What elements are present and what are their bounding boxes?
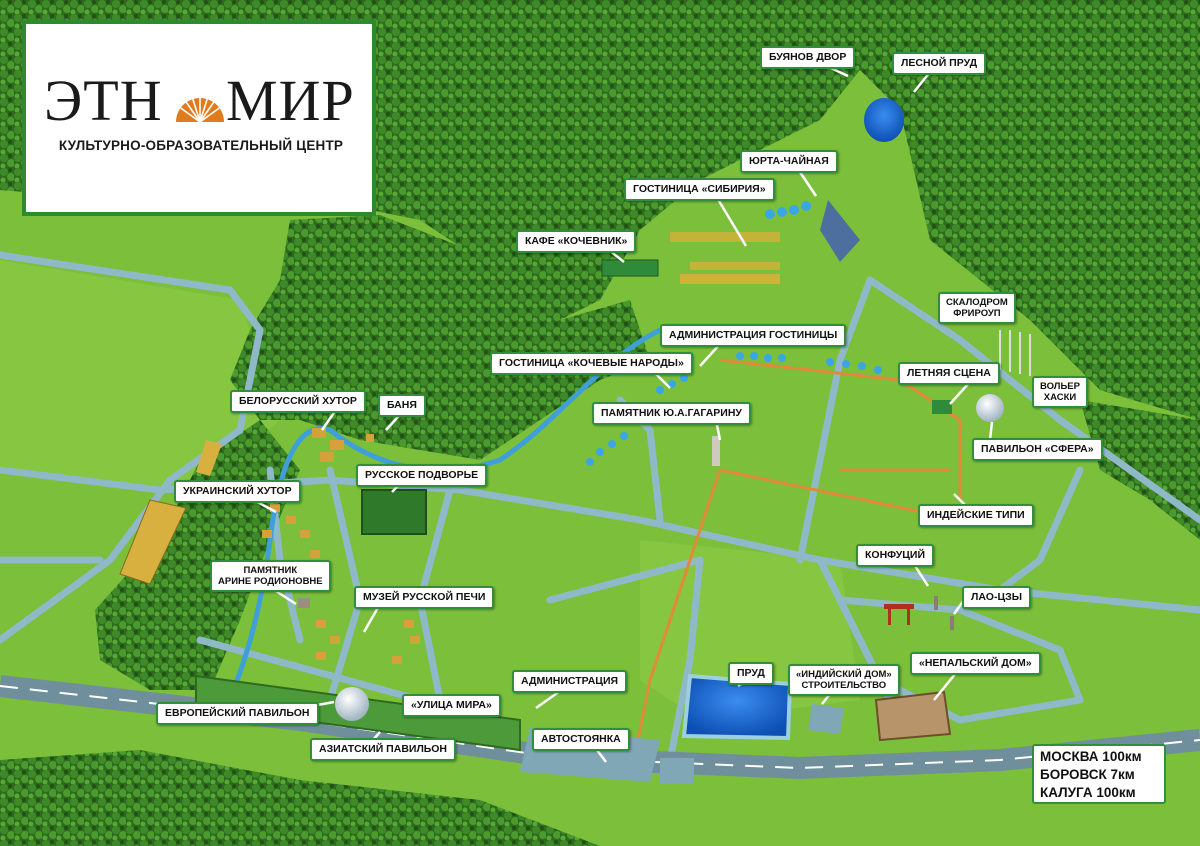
label-russian-stove-museum[interactable]: МУЗЕЙ РУССКОЙ ПЕЧИ: [354, 586, 495, 609]
label-arina-line1: ПАМЯТНИК: [243, 565, 298, 576]
logo-subtitle: КУЛЬТУРНО-ОБРАЗОВАТЕЛЬНЫЙ ЦЕНТР: [58, 138, 344, 153]
label-peace-street[interactable]: «УЛИЦА МИРА»: [402, 694, 501, 717]
logo-wordmark-part2: МИР: [226, 68, 355, 133]
label-indian-house[interactable]: «ИНДИЙСКИЙ ДОМ» СТРОИТЕЛЬСТВО: [788, 664, 900, 696]
pond: [681, 673, 793, 741]
label-husky-enclosure[interactable]: ВОЛЬЕР ХАСКИ: [1032, 376, 1088, 408]
sun-rays-icon: [176, 86, 224, 123]
label-hotel-administration[interactable]: АДМИНИСТРАЦИЯ ГОСТИНИЦЫ: [660, 324, 847, 347]
sphere-pavilion: [976, 394, 1004, 422]
label-climbing-wall-line2: ФРИРОУП: [953, 308, 1001, 319]
confucius-statue: [934, 596, 938, 610]
label-forest-pond[interactable]: ЛЕСНОЙ ПРУД: [892, 52, 987, 75]
label-summer-stage[interactable]: ЛЕТНЯЯ СЦЕНА: [898, 362, 1000, 385]
river: [217, 327, 662, 722]
label-climbing-wall[interactable]: СКАЛОДРОМ ФРИРОУП: [938, 292, 1016, 324]
label-confucius[interactable]: КОНФУЦИЙ: [856, 544, 935, 567]
siberia-huts: [670, 232, 780, 284]
logo-wordmark: ЭТН МИР: [44, 66, 364, 136]
forest-pond: [864, 98, 904, 142]
label-pond[interactable]: ПРУД: [728, 662, 774, 685]
climbing-wall: [999, 330, 1031, 376]
gate-post: [907, 609, 910, 625]
parking-lot-small: [660, 758, 694, 784]
russian-courtyard: [361, 489, 427, 535]
label-indian-house-line1: «ИНДИЙСКИЙ ДОМ»: [796, 669, 892, 680]
label-hotel-nomadic-peoples[interactable]: ГОСТИНИЦА «КОЧЕВЫЕ НАРОДЫ»: [490, 352, 693, 375]
label-asian-pavilion[interactable]: АЗИАТСКИЙ ПАВИЛЬОН: [310, 738, 456, 761]
label-russian-courtyard[interactable]: РУССКОЕ ПОДВОРЬЕ: [356, 464, 488, 487]
forest-south: [0, 750, 600, 846]
logo-wordmark-part1: ЭТН: [44, 68, 163, 133]
label-indian-tipi[interactable]: ИНДЕЙСКИЕ ТИПИ: [918, 504, 1034, 527]
summer-stage: [932, 400, 952, 414]
label-husky-line2: ХАСКИ: [1043, 392, 1077, 403]
distance-box: МОСКВА 100км БОРОВСК 7км КАЛУГА 100км: [1032, 744, 1166, 804]
label-parking[interactable]: АВТОСТОЯНКА: [532, 728, 630, 751]
label-nepalese-house[interactable]: «НЕПАЛЬСКИЙ ДОМ»: [910, 652, 1041, 675]
village-huts: [262, 428, 420, 664]
construction-site: [808, 704, 844, 734]
label-european-pavilion[interactable]: ЕВРОПЕЙСКИЙ ПАВИЛЬОН: [156, 702, 319, 725]
forest-east: [1080, 400, 1200, 540]
label-sphere-pavilion[interactable]: ПАВИЛЬОН «СФЕРА»: [972, 438, 1103, 461]
west-barn: [119, 499, 187, 585]
label-administration[interactable]: АДМИНИСТРАЦИЯ: [512, 670, 628, 693]
label-husky-line1: ВОЛЬЕР: [1040, 381, 1080, 392]
distance-kaluga: КАЛУГА 100км: [1040, 785, 1136, 800]
label-belarusian-farmstead[interactable]: БЕЛОРУССКИЙ ХУТОР: [230, 390, 366, 413]
label-hotel-siberia[interactable]: ГОСТИНИЦА «СИБИРИЯ»: [624, 178, 775, 201]
label-gagarin-monument[interactable]: ПАМЯТНИК Ю.А.ГАГАРИНУ: [592, 402, 751, 425]
label-climbing-wall-line1: СКАЛОДРОМ: [946, 297, 1008, 308]
label-cafe-nomad[interactable]: КАФЕ «КОЧЕВНИК»: [516, 230, 637, 253]
label-indian-house-line2: СТРОИТЕЛЬСТВО: [801, 680, 887, 691]
nepal-house: [874, 690, 952, 742]
label-arina-line2: АРИНЕ РОДИОНОВНЕ: [218, 576, 323, 587]
label-laozi[interactable]: ЛАО-ЦЗЫ: [962, 586, 1032, 609]
ethnomir-logo: ЭТН МИР КУЛЬТУРНО-ОБРАЗОВАТЕЛЬНЫЙ ЦЕНТР: [22, 20, 376, 216]
distance-moscow: МОСКВА 100км: [1040, 749, 1142, 764]
label-yurt-tea-house[interactable]: ЮРТА-ЧАЙНАЯ: [740, 150, 838, 173]
label-buyanov-dvor[interactable]: БУЯНОВ ДВОР: [760, 46, 856, 69]
west-barn-small: [196, 440, 222, 476]
yurt-hall: [820, 200, 860, 262]
field-patch: [0, 260, 280, 490]
yurt-row: [586, 201, 882, 466]
label-bathhouse[interactable]: БАНЯ: [378, 394, 426, 417]
laozi-statue: [950, 616, 954, 630]
label-arina-monument[interactable]: ПАМЯТНИК АРИНЕ РОДИОНОВНЕ: [210, 560, 331, 592]
label-ukrainian-farmstead[interactable]: УКРАИНСКИЙ ХУТОР: [174, 480, 301, 503]
chinese-gate: [884, 604, 914, 609]
cafe-building: [601, 259, 659, 277]
gate-post: [888, 609, 891, 625]
distance-borovsk: БОРОВСК 7км: [1040, 767, 1135, 782]
europe-sphere: [335, 687, 369, 721]
gagarin-monument: [712, 436, 720, 466]
arina-monument: [298, 598, 310, 608]
